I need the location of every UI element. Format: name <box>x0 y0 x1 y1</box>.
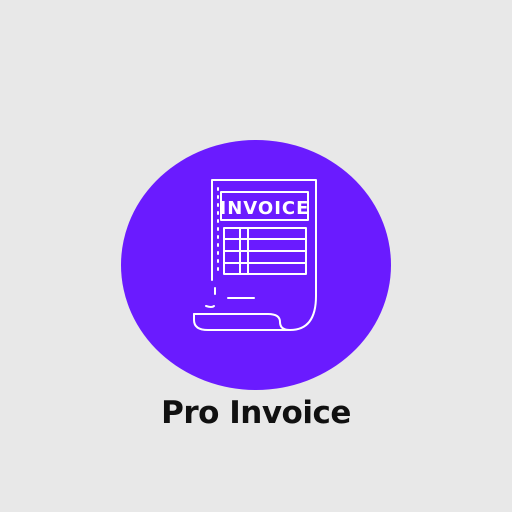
invoice-title-box <box>220 191 309 221</box>
invoice-curl <box>193 313 291 331</box>
invoice-page-outline <box>211 179 317 331</box>
invoice-heading: INVOICE <box>220 198 310 219</box>
app-name: Pro Invoice <box>161 395 351 431</box>
invoice-document-icon: INVOICE <box>193 179 317 331</box>
app-logo-circle <box>121 140 391 390</box>
